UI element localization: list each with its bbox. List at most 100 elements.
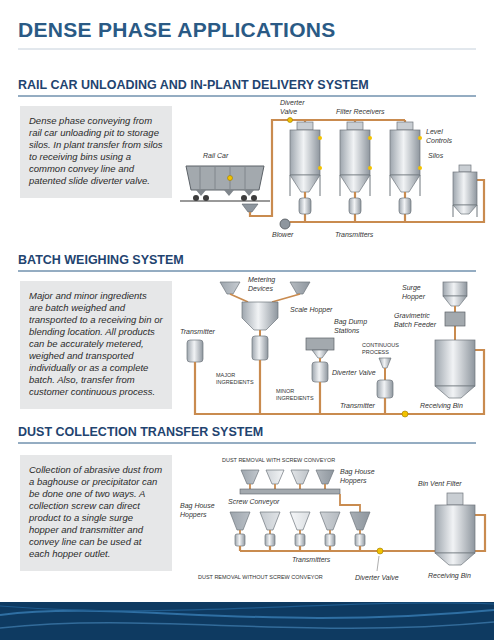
wheel	[251, 195, 257, 201]
feed-pipe	[319, 358, 321, 362]
bag-house-hopper	[241, 470, 334, 484]
transmitter	[295, 534, 305, 546]
panel-text: Dense phase conveying from rail car unlo…	[29, 115, 163, 187]
part-label: Bag House Hoppers	[340, 468, 378, 485]
diverter-valve	[377, 548, 383, 554]
level-control	[418, 136, 422, 140]
description-panel: Dense phase conveying from rail car unlo…	[20, 106, 172, 198]
feed-pipe	[230, 294, 300, 302]
footer-wave	[0, 603, 494, 611]
level-control	[368, 166, 372, 170]
process-caption: DUST REMOVAL WITH SCREW CONVEYOR	[222, 457, 335, 464]
feed-pipe	[259, 330, 261, 336]
bin-body	[453, 172, 477, 205]
transmitter	[355, 534, 365, 546]
transmitter	[299, 198, 311, 214]
transmitter	[377, 380, 393, 398]
footer-band	[0, 602, 494, 640]
transmitter	[252, 336, 268, 360]
surge-hopper	[443, 282, 467, 296]
feed-pipe	[340, 494, 360, 512]
rail-track	[180, 200, 270, 202]
part-label: Blower	[272, 231, 293, 240]
wheel	[241, 195, 247, 201]
convey-pipe	[250, 120, 405, 216]
section-heading: RAIL CAR UNLOADING AND IN-PLANT DELIVERY…	[18, 78, 369, 93]
feed-pipe	[384, 368, 386, 380]
heading-rule	[18, 271, 476, 272]
feed-pipe	[250, 484, 325, 489]
transmitter	[312, 362, 328, 382]
receiving-bin-cone	[435, 386, 475, 398]
part-label: Transmitters	[292, 556, 330, 565]
part-label: Scale Hopper	[290, 306, 332, 315]
silo-cone	[390, 175, 420, 192]
bag-house-hopper	[230, 512, 370, 530]
heading-rule	[18, 443, 476, 444]
process-inlet	[379, 358, 391, 368]
part-label: Level Controls	[426, 128, 462, 145]
silo-body	[290, 130, 320, 175]
part-label: Filter Receivers	[336, 108, 385, 117]
bag-dump-hopper	[312, 350, 328, 358]
valve-dot	[228, 176, 233, 181]
panel-text: Collection of abrasive dust from a bagho…	[29, 464, 163, 560]
title-rule	[18, 49, 476, 50]
transmitter	[399, 198, 411, 214]
page-title: DENSE PHASE APPLICATIONS	[18, 18, 336, 42]
part-label: Screw Conveyor	[228, 498, 279, 507]
part-label: Bin Vent Filter	[418, 480, 462, 489]
car-ribs	[200, 167, 245, 189]
silo	[390, 122, 422, 196]
bin-cone	[453, 205, 477, 214]
transmitter	[325, 534, 335, 546]
car-hoppers	[196, 190, 254, 196]
footer-wave	[0, 622, 494, 628]
description-panel: Collection of abrasive dust from a bagho…	[20, 455, 172, 571]
level-control	[318, 166, 322, 170]
wheel	[193, 195, 199, 201]
part-label: Transmitter	[340, 402, 375, 411]
part-label: Receiving Bin	[428, 572, 471, 581]
bin-vent-filter	[447, 493, 463, 505]
transmitter	[349, 198, 361, 214]
diverter-valve	[402, 411, 408, 417]
screw-conveyor	[240, 489, 340, 494]
part-label: Gravimetric Batch Feeder	[394, 312, 442, 329]
section-heading: BATCH WEIGHING SYSTEM	[18, 253, 184, 268]
description-panel: Major and minor ingredients are batch we…	[20, 281, 172, 409]
bin-filter	[459, 165, 471, 172]
panel-text: Major and minor ingredients are batch we…	[29, 290, 163, 398]
filter-receiver	[297, 122, 313, 130]
receiving-bin-cone	[435, 553, 475, 565]
car-body	[186, 166, 264, 190]
leader-line	[377, 556, 379, 571]
wheel	[203, 195, 209, 201]
part-label: Transmitters	[335, 231, 373, 240]
scale-hopper	[242, 302, 278, 330]
batch-feeder	[445, 312, 465, 326]
part-label: Diverter Valve	[280, 99, 314, 116]
diverter-valve	[288, 118, 293, 123]
bin-legs	[453, 205, 477, 217]
level-control	[418, 166, 422, 170]
transmitter	[187, 340, 203, 362]
part-label: Bag Dump Stations	[334, 318, 372, 335]
filter-receiver	[397, 122, 413, 130]
silo	[340, 122, 372, 196]
silo	[290, 122, 322, 196]
process-caption: CONTINUOUS PROCESS	[362, 342, 402, 356]
rail-car	[180, 166, 270, 212]
part-label: Receiving Bin	[420, 402, 463, 411]
section-heading: DUST COLLECTION TRANSFER SYSTEM	[18, 425, 263, 440]
silo-cone	[290, 175, 320, 192]
footer-wave	[0, 610, 494, 618]
process-caption: DUST REMOVAL WITHOUT SCREW CONVEYOR	[198, 574, 323, 581]
surge-hopper-cone	[443, 296, 467, 306]
part-label: Rail Car	[203, 152, 228, 161]
receiving-bin	[453, 165, 477, 217]
part-label: Diverter Valve	[355, 574, 399, 583]
receiving-bin	[435, 505, 475, 553]
